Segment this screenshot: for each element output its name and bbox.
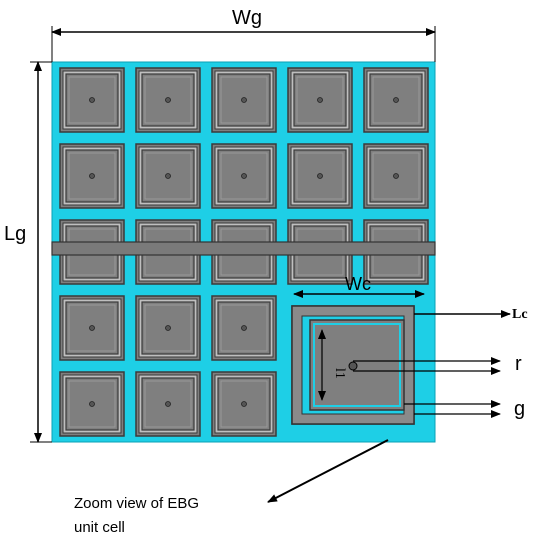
cell-via xyxy=(89,173,95,179)
caption-line-2: unit cell xyxy=(74,519,125,536)
cell-via xyxy=(241,325,247,331)
microstrip-line xyxy=(51,241,436,256)
lc-label: Lc xyxy=(512,307,528,322)
ebg-unit-cell xyxy=(211,67,277,133)
cell-via xyxy=(317,97,323,103)
cell-via xyxy=(241,173,247,179)
cell-via xyxy=(241,401,247,407)
cell-via xyxy=(393,97,399,103)
cell-via xyxy=(165,325,171,331)
g-label: g xyxy=(514,398,525,420)
ebg-unit-cell xyxy=(211,371,277,437)
wg-label: Wg xyxy=(232,7,262,29)
cell-via xyxy=(165,97,171,103)
cell-inner-patch xyxy=(68,304,116,352)
r-label: r xyxy=(515,353,522,375)
cell-via xyxy=(241,97,247,103)
ebg-unit-cell xyxy=(135,143,201,209)
caption-line-1: Zoom view of EBG xyxy=(74,495,199,512)
zoom-via xyxy=(348,361,358,371)
cell-via xyxy=(165,173,171,179)
ebg-unit-cell xyxy=(211,143,277,209)
cell-via xyxy=(89,325,95,331)
cell-via xyxy=(89,401,95,407)
cell-via xyxy=(393,173,399,179)
zoom-inner-slot xyxy=(313,323,401,407)
cell-via xyxy=(317,173,323,179)
cell-inner-patch xyxy=(68,152,116,200)
cell-inner-patch xyxy=(220,304,268,352)
caption-arrow xyxy=(267,439,389,503)
ebg-unit-cell xyxy=(135,371,201,437)
ebg-unit-cell xyxy=(59,143,125,209)
l1-label: l1 xyxy=(332,368,347,379)
ebg-unit-cell xyxy=(59,67,125,133)
ebg-unit-cell xyxy=(363,67,429,133)
ebg-unit-cell xyxy=(135,295,201,361)
cell-via xyxy=(89,97,95,103)
ebg-unit-cell xyxy=(135,67,201,133)
cell-via xyxy=(165,401,171,407)
cell-inner-patch xyxy=(220,152,268,200)
ebg-unit-cell xyxy=(287,67,353,133)
ebg-unit-cell xyxy=(59,295,125,361)
zoomed-unit-cell: l1 xyxy=(291,305,415,425)
ebg-unit-cell xyxy=(59,371,125,437)
wc-label: Wc xyxy=(345,274,371,294)
ebg-unit-cell xyxy=(211,295,277,361)
lg-label: Lg xyxy=(4,223,26,245)
ebg-unit-cell xyxy=(363,143,429,209)
ebg-unit-cell xyxy=(287,143,353,209)
